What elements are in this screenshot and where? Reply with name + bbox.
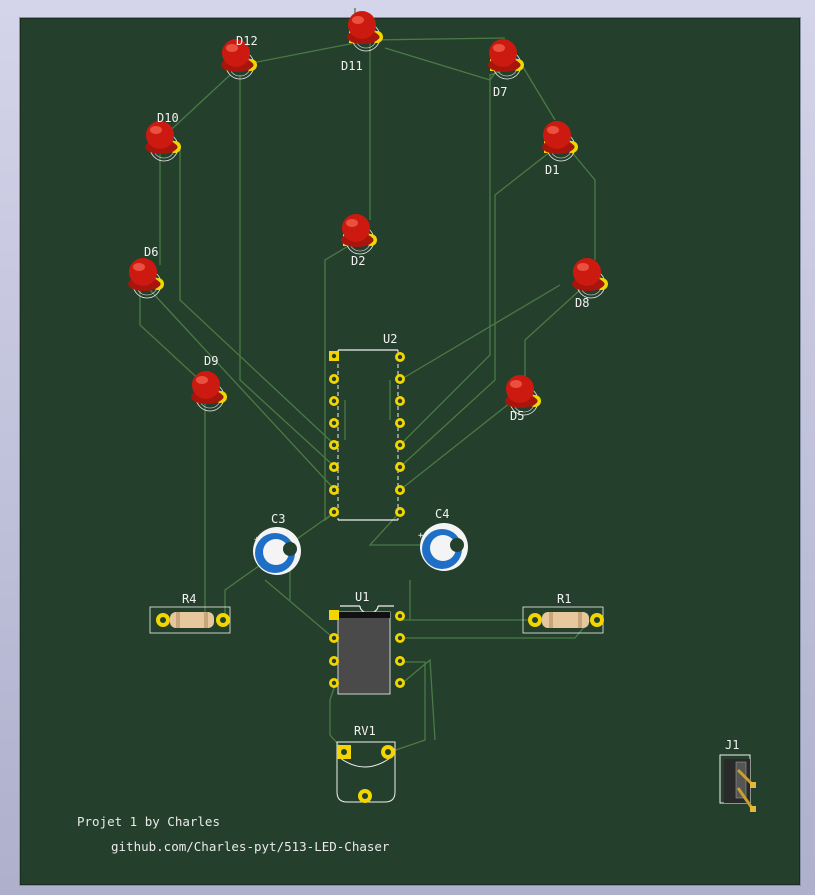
j1-label: J1: [725, 738, 739, 752]
led-d6[interactable]: D6: [128, 245, 164, 299]
potentiometer-rv1[interactable]: RV1: [336, 724, 396, 803]
u2-right-pad: [395, 374, 405, 384]
led-d10[interactable]: D10: [145, 111, 181, 162]
led-d5[interactable]: D5: [505, 375, 541, 423]
u2-left-pad: [329, 396, 339, 406]
u2-right-pad: [395, 418, 405, 428]
u2-left-pad: [329, 485, 339, 495]
capacitor-c4[interactable]: + C4: [418, 507, 468, 571]
led-d8[interactable]: D8: [572, 258, 608, 310]
u1-right-pad: [395, 678, 405, 688]
pcb-board: [20, 18, 800, 885]
connector-j1[interactable]: J1: [719, 738, 756, 812]
led-label: D5: [510, 409, 524, 423]
c4-polarity-mark: +: [418, 531, 424, 541]
u1-left-pad: [329, 656, 339, 666]
u1-left-pad: [329, 633, 339, 643]
u2-left-pins: [329, 374, 339, 517]
u2-label: U2: [383, 332, 397, 346]
led-label: D10: [157, 111, 179, 125]
u2-right-pad: [395, 462, 405, 472]
u2-right-pad: [395, 485, 405, 495]
r1-label: R1: [557, 592, 571, 606]
silkscreen-url: github.com/Charles-pyt/513-LED-Chaser: [111, 839, 390, 854]
u2-left-pad: [329, 374, 339, 384]
led-d12[interactable]: D12: [221, 34, 258, 80]
led-d1[interactable]: D1: [542, 121, 578, 177]
led-d11[interactable]: D11: [341, 11, 383, 73]
ic-u2[interactable]: U2: [329, 332, 405, 521]
u1-right-pad: [395, 633, 405, 643]
led-d9[interactable]: D9: [191, 354, 227, 412]
led-label: D8: [575, 296, 589, 310]
u2-left-pad: [329, 440, 339, 450]
led-label: D7: [493, 85, 507, 99]
resistor-r1[interactable]: R1: [522, 592, 604, 634]
u1-label: U1: [355, 590, 369, 604]
resistor-r4[interactable]: R4: [149, 592, 231, 634]
capacitor-c3[interactable]: + C3: [253, 512, 301, 575]
c4-label: C4: [435, 507, 449, 521]
rv1-label: RV1: [354, 724, 376, 738]
u2-left-pad: [329, 462, 339, 472]
led-d7[interactable]: D7: [488, 39, 524, 99]
led-d2[interactable]: D2: [341, 214, 377, 268]
r4-label: R4: [182, 592, 196, 606]
u2-right-pad: [395, 396, 405, 406]
ic-u1[interactable]: U1: [329, 590, 405, 695]
led-label: D2: [351, 254, 365, 268]
u1-pin1-pad: [329, 610, 339, 620]
silkscreen-author: Projet 1 by Charles: [77, 814, 220, 829]
u2-right-pad: [395, 440, 405, 450]
led-label: D12: [236, 34, 258, 48]
c3-label: C3: [271, 512, 285, 526]
led-label: D1: [545, 163, 559, 177]
u1-right-pad: [395, 611, 405, 621]
led-label: D9: [204, 354, 218, 368]
led-label: D6: [144, 245, 158, 259]
u2-right-pins: [395, 352, 405, 517]
u2-left-pad: [329, 418, 339, 428]
u2-right-pad: [395, 352, 405, 362]
led-label: D11: [341, 59, 363, 73]
u1-right-pad: [395, 656, 405, 666]
u1-pins: [329, 611, 405, 688]
c3-polarity-mark: +: [254, 535, 260, 545]
u1-left-pad: [329, 678, 339, 688]
u2-left-pad: [329, 507, 339, 517]
u2-right-pad: [395, 507, 405, 517]
